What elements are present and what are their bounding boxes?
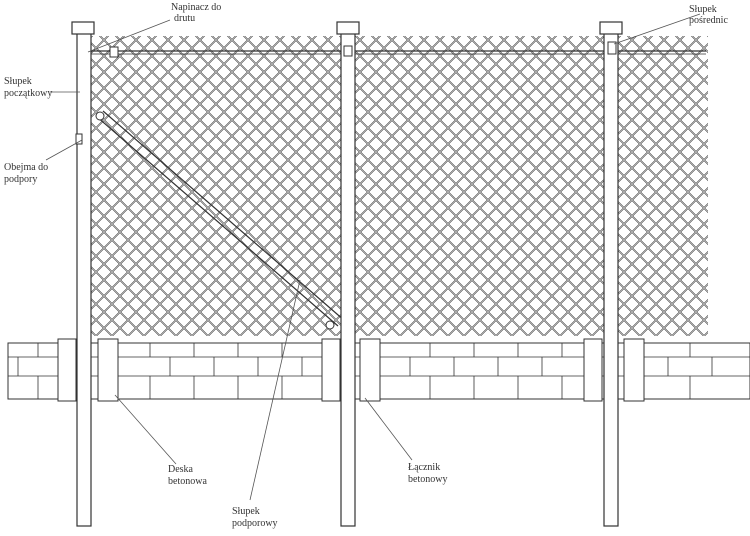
intermediate-post: [603, 29, 619, 527]
label-slupek-poczatkowy: Słupek początkowy: [4, 76, 52, 99]
label-slupek-posrednic: Słupek pośrednic: [689, 4, 728, 26]
start-post: [76, 29, 92, 527]
label-deska: Deska betonowa: [168, 464, 207, 487]
middle-post: [340, 29, 356, 527]
posts: [71, 21, 623, 527]
leader-lines: [45, 13, 701, 501]
label-obejma: Obejma do podpory: [4, 162, 51, 185]
label-napinacz: Napinacz do drutu: [171, 2, 224, 24]
label-slupek-podporowy: Słupek podporowy: [232, 506, 278, 529]
concrete-connectors: [57, 338, 645, 402]
wire-tensioner: [75, 41, 617, 145]
label-lacznik: Łącznik betonowy: [408, 462, 447, 485]
